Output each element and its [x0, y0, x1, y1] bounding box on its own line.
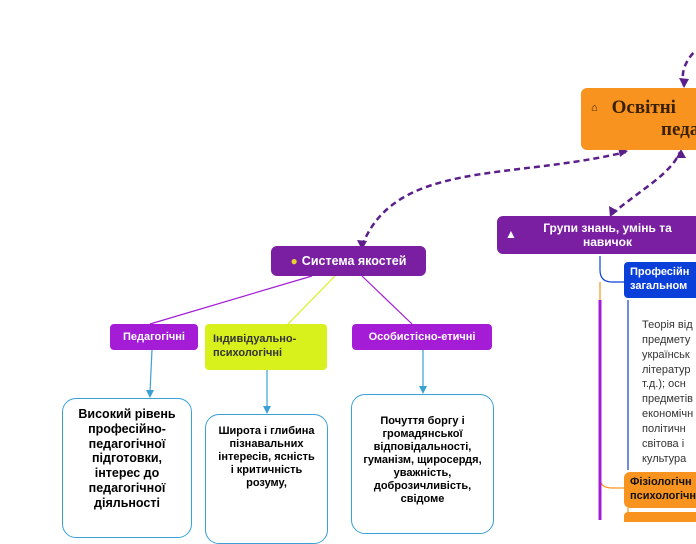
connector-system-pedagogical — [149, 275, 313, 325]
root-title-line2: педа — [661, 119, 696, 140]
root-node[interactable]: ⌂ Освітні педа — [581, 88, 696, 150]
orange-node-bottom — [624, 512, 696, 522]
connector-root-groups — [611, 151, 682, 215]
system-label: Система якостей — [301, 254, 407, 268]
people-icon: ● — [290, 254, 298, 268]
category-personal[interactable]: Особистісно-етичні — [352, 324, 492, 350]
groups-label: Групи знань, умінь та навичок — [543, 220, 672, 249]
branch-professional-text: Теорія від предмету українськ літератур … — [642, 319, 694, 465]
category-pedagogical[interactable]: Педагогічні — [110, 324, 198, 350]
connector-groups-physiological — [599, 282, 624, 489]
branch-physiological[interactable]: Фізіологічн психологічн — [624, 472, 696, 508]
groups-node[interactable]: ▲ Групи знань, умінь та навичок — [497, 216, 696, 254]
category-individual[interactable]: Індивідуально-психологічні — [205, 324, 327, 370]
connector-root-system — [360, 150, 627, 247]
detail-personal[interactable]: Почуття боргу і громадянської відповідал… — [351, 394, 494, 534]
connector-groups-professional — [599, 256, 624, 283]
connector-system-personal — [361, 275, 413, 325]
connector-system-individual — [287, 275, 336, 325]
house-icon: ⌂ — [591, 102, 598, 114]
branch-professional[interactable]: Професійн загальном — [624, 262, 696, 298]
root-title-line1: Освітні — [611, 97, 676, 118]
connector-lines — [146, 49, 696, 520]
hands-icon: ▲ — [505, 227, 517, 241]
detail-individual[interactable]: Широта і глибина пізнавальних інтересів,… — [205, 414, 328, 544]
detail-pedagogical[interactable]: Високий рівень професійно-педагогічної п… — [62, 398, 192, 538]
system-node[interactable]: ● Система якостей — [271, 246, 426, 276]
